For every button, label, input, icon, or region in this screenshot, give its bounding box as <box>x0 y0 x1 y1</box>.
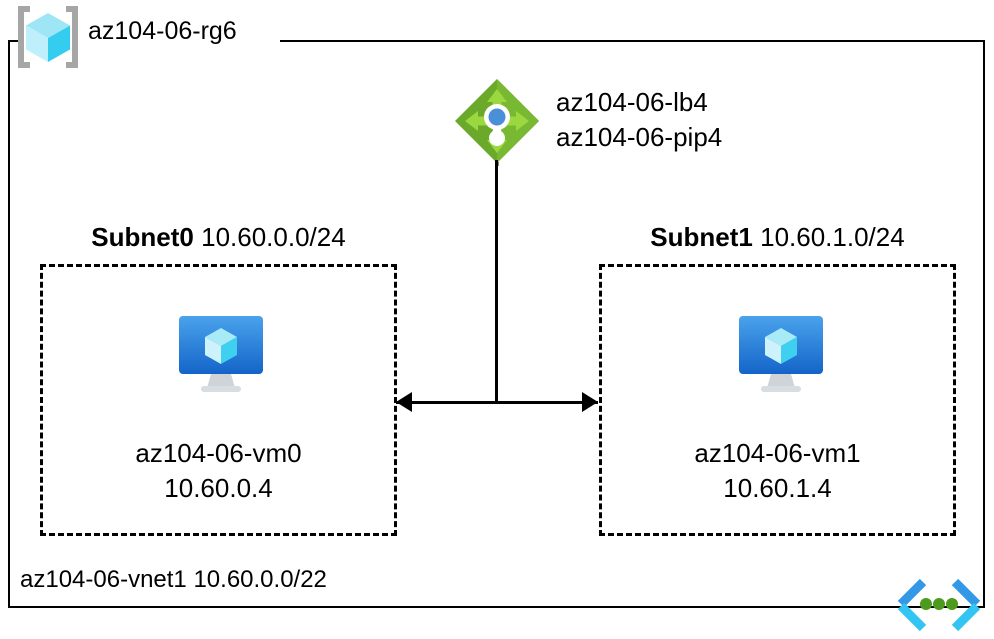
connector-arrowhead-left <box>396 392 412 412</box>
vm-ip-0: 10.60.0.4 <box>164 473 273 503</box>
virtual-machine-icon <box>735 312 827 396</box>
virtual-network-icon <box>893 578 985 634</box>
load-balancer-name: az104-06-lb4 <box>556 87 708 117</box>
connector-horizontal-line <box>396 401 598 404</box>
load-balancer-labels: az104-06-lb4 az104-06-pip4 <box>556 85 722 155</box>
resource-group-boundary <box>8 40 985 608</box>
public-ip-name: az104-06-pip4 <box>556 122 723 152</box>
subnet-cidr-1: 10.60.1.0/24 <box>760 222 905 252</box>
subnet-title-0: Subnet0 10.60.0.0/24 <box>40 222 397 252</box>
subnet-name-1: Subnet1 <box>650 222 753 252</box>
connector-vertical-line <box>495 160 498 402</box>
subnet-box-1 <box>599 264 956 536</box>
vm-labels-1: az104-06-vm1 10.60.1.4 <box>599 436 956 506</box>
connector-arrowhead-right <box>582 392 598 412</box>
vm-labels-0: az104-06-vm0 10.60.0.4 <box>40 436 397 506</box>
resource-group-cube-icon <box>14 6 82 68</box>
resource-group-name: az104-06-rg6 <box>88 17 237 45</box>
subnet-title-1: Subnet1 10.60.1.0/24 <box>599 222 956 252</box>
load-balancer-icon <box>452 76 542 166</box>
subnet-cidr-0: 10.60.0.0/24 <box>201 222 346 252</box>
vm-name-0: az104-06-vm0 <box>135 438 302 468</box>
vnet-label: az104-06-vnet1 10.60.0.0/22 <box>20 566 327 593</box>
vm-ip-1: 10.60.1.4 <box>723 473 832 503</box>
vm-name-1: az104-06-vm1 <box>694 438 861 468</box>
virtual-machine-icon <box>175 312 267 396</box>
resource-group-label-gap <box>18 30 280 52</box>
subnet-name-0: Subnet0 <box>91 222 194 252</box>
subnet-box-0 <box>40 264 397 536</box>
